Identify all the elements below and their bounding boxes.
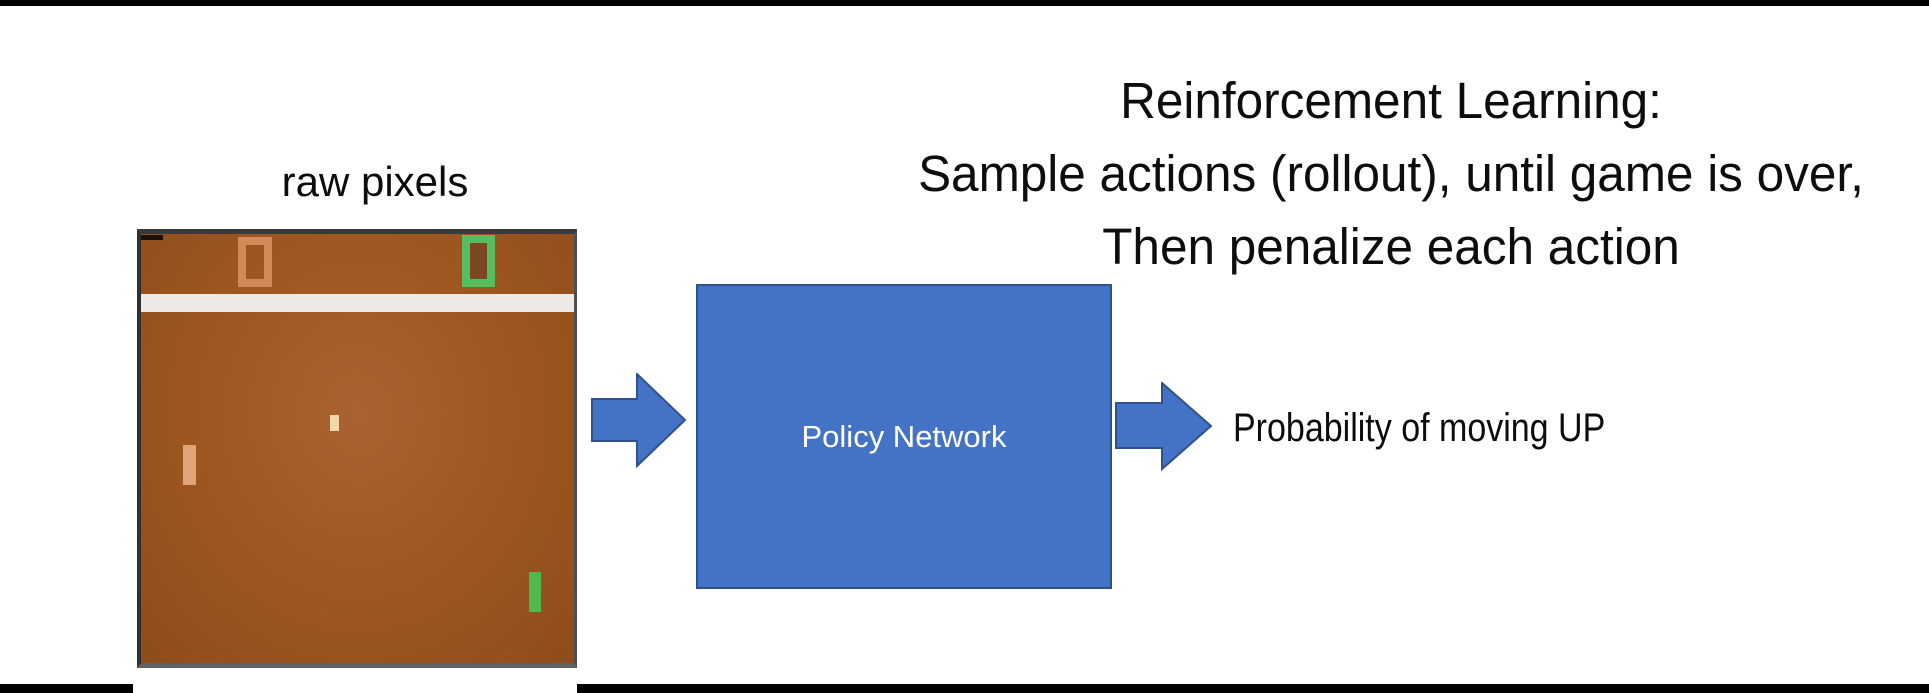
bottom-crop-bar-left — [0, 684, 133, 693]
top-crop-bar — [0, 0, 1929, 6]
game-top-wall — [141, 294, 574, 312]
probability-output-label: Probability of moving UP — [1233, 406, 1606, 450]
title-line-1: Reinforcement Learning: — [1120, 72, 1662, 129]
pong-game-screenshot — [137, 229, 577, 668]
game-ball — [330, 415, 339, 431]
slide-title: Reinforcement Learning: Sample actions (… — [856, 64, 1926, 283]
raw-pixels-label: raw pixels — [281, 158, 469, 205]
input-arrow-icon — [591, 373, 687, 469]
policy-network-label: Policy Network — [801, 418, 1007, 454]
title-line-2: Sample actions (rollout), until game is … — [918, 145, 1864, 202]
title-line-3: Then penalize each action — [1102, 218, 1680, 275]
output-arrow-icon — [1115, 382, 1213, 472]
player-paddle — [529, 572, 541, 612]
right-score-zero — [462, 235, 495, 287]
game-corner-notch — [141, 235, 163, 240]
bottom-crop-bar-right — [577, 684, 1929, 693]
policy-network-box: Policy Network — [696, 284, 1112, 589]
opponent-paddle — [183, 445, 196, 485]
left-score-zero — [238, 237, 272, 287]
